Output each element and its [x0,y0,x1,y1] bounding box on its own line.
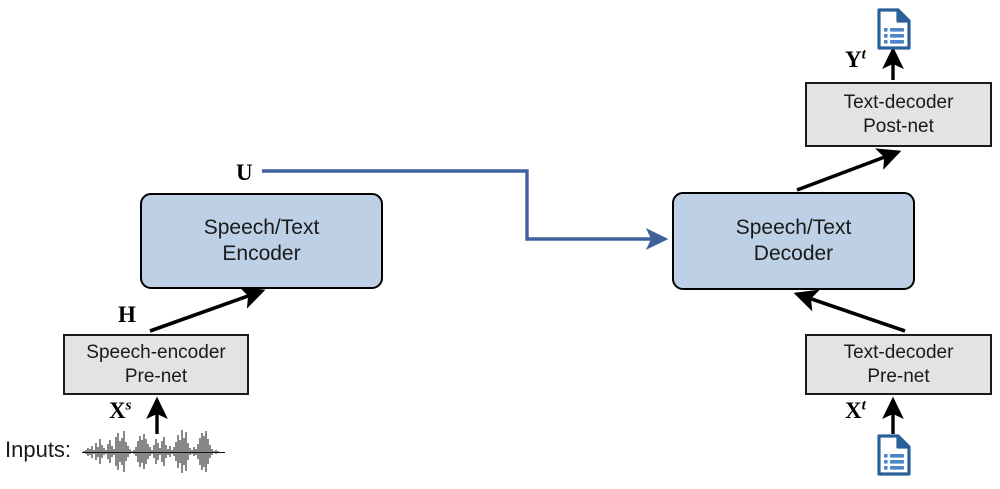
arrow-text-prenet-to-decoder [793,289,906,333]
output-text-symbol: Y [845,47,862,72]
hidden-state-h-label: H [118,302,136,327]
inputs-label: Inputs: [5,437,72,462]
text-decoder-post-net-label-line-1: Text-decoder [843,92,954,114]
text-decoder-pre-net-label-line-2: Pre-net [867,365,930,387]
speech-text-encoder-box[interactable]: Speech/Text Encoder [140,193,383,289]
output-text-label: Yt [845,45,866,73]
document-list-lines [884,28,904,44]
input-speech-symbol: X [109,398,126,423]
text-document-icon-output [877,8,911,50]
document-list-lines [884,454,904,470]
connector-encoder-to-decoder [262,169,669,250]
arrow-decoder-to-postnet [796,148,902,192]
hidden-state-u-label: U [236,160,253,185]
speech-text-encoder-label-line-2: Encoder [222,242,301,265]
speech-encoder-pre-net-label-line-1: Speech-encoder [86,342,226,364]
text-decoder-pre-net-label-line-1: Text-decoder [843,342,954,364]
speech-text-decoder-box[interactable]: Speech/Text Decoder [672,192,915,290]
speech-text-decoder-label-line-2: Decoder [753,242,834,265]
input-text-symbol: X [845,398,862,423]
speech-encoder-pre-net-label-line-2: Pre-net [124,365,188,387]
output-text-superscript: t [861,45,866,63]
speech-text-encoder-label-line-1: Speech/Text [203,216,320,240]
text-decoder-pre-net-box[interactable]: Text-decoder Pre-net [805,334,992,395]
audio-waveform-icon [82,430,225,473]
input-speech-label: Xs [109,396,132,424]
text-decoder-post-net-box[interactable]: Text-decoder Post-net [805,82,992,147]
input-text-label: Xt [845,396,866,424]
speech-text-decoder-label-line-1: Speech/Text [735,216,852,240]
text-document-icon-input [877,434,911,476]
speech-encoder-pre-net-box[interactable]: Speech-encoder Pre-net [63,334,249,395]
text-decoder-post-net-label-line-2: Post-net [863,115,934,137]
input-speech-superscript: s [125,396,132,414]
input-text-superscript: t [861,396,866,414]
arrow-speech-prenet-to-encoder [149,286,266,333]
